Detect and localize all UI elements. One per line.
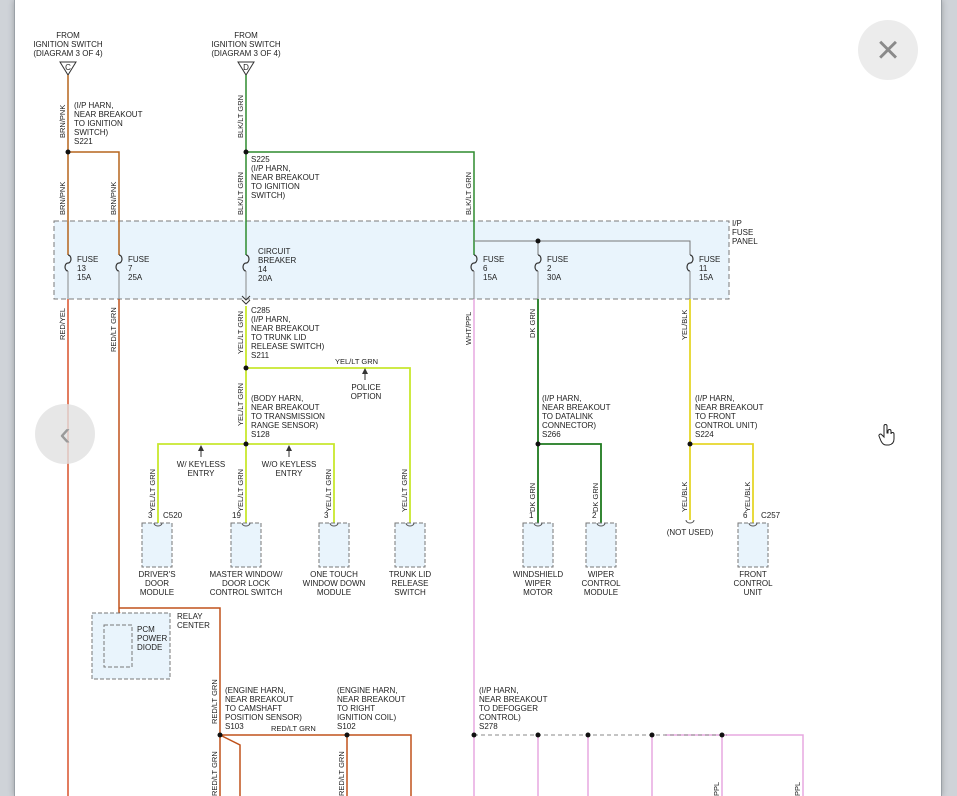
connector-c257: C257	[761, 511, 781, 520]
option-arrows	[198, 368, 368, 457]
wire-label-yel-ltgrn-1: YEL/LT GRN	[236, 311, 245, 354]
source-d-pin: D	[243, 63, 249, 72]
wire-label-red-ltgrn-horizontal: RED/LT GRN	[271, 724, 316, 733]
pin-1-windshield-wiper: 1	[529, 511, 534, 520]
wire-label-brn-pnk-3: BRN/PNK	[109, 182, 118, 215]
wire-label-yel-ltgrn-2: YEL/LT GRN	[236, 383, 245, 426]
wire-fuse-stubs	[67, 271, 691, 299]
wire-label-ppl-2: PPL	[793, 782, 802, 796]
wire-blk-ltgrn	[245, 75, 475, 255]
wire-label-yel-ltgrn-horizontal: YEL/LT GRN	[335, 357, 378, 366]
pin-3-one-touch: 3	[324, 511, 329, 520]
wire-label-yel-blk-1: YEL/BLK	[680, 310, 689, 340]
wire-label-yel-ltgrn-3: YEL/LT GRN	[148, 469, 157, 512]
wire-label-dk-grn-1: DK GRN	[528, 309, 537, 338]
pin-2-wiper-control: 2	[592, 511, 597, 520]
chevron-left-icon[interactable]: ‹	[35, 404, 95, 464]
wire-label-blk-ltgrn-3: BLK/LT GRN	[464, 172, 473, 215]
wire-label-yel-ltgrn-4: YEL/LT GRN	[236, 469, 245, 512]
wire-label-yel-blk-3: YEL/BLK	[743, 482, 752, 512]
wire-label-brn-pnk-1: BRN/PNK	[58, 105, 67, 138]
wire-label-blk-ltgrn-2: BLK/LT GRN	[236, 172, 245, 215]
wire-label-yel-ltgrn-5: YEL/LT GRN	[324, 469, 333, 512]
wire-label-wht-ppl: WHT/PPL	[464, 312, 473, 345]
source-c-pin: C	[65, 63, 71, 72]
wire-brn-pnk	[67, 75, 120, 255]
pin-19-master-window: 19	[232, 511, 241, 520]
wire-label-brn-pnk-2: BRN/PNK	[58, 182, 67, 215]
pin-3-drivers-door: 3	[148, 511, 153, 520]
fuse-symbols	[64, 254, 694, 272]
close-icon[interactable]: ×	[858, 20, 918, 80]
wire-label-dk-grn-3: DK GRN	[591, 483, 600, 512]
c285-connector-icon	[241, 295, 251, 305]
wire-label-yel-blk-2: YEL/BLK	[680, 482, 689, 512]
hand-pointer-icon	[878, 424, 895, 446]
wire-wht-ppl	[473, 299, 804, 796]
connector-c520: C520	[163, 511, 183, 520]
pin-connectors	[153, 519, 758, 527]
wire-dk-grn	[537, 299, 602, 523]
splice-dots	[65, 149, 725, 738]
fuse-panel-box	[53, 220, 730, 300]
wire-label-red-yel: RED/YEL	[58, 308, 67, 340]
wire-yel-blk	[689, 299, 754, 523]
wire-label-red-ltgrn-2: RED/LT GRN	[210, 679, 219, 724]
wire-yel-ltgrn	[157, 306, 411, 523]
component-boxes	[91, 522, 769, 680]
not-used-label: (NOT USED)	[667, 528, 714, 537]
source-d-triangle	[237, 61, 255, 76]
wire-label-red-ltgrn-1: RED/LT GRN	[109, 307, 118, 352]
wire-label-yel-ltgrn-6: YEL/LT GRN	[400, 469, 409, 512]
wire-label-red-ltgrn-4: RED/LT GRN	[337, 751, 346, 796]
wire-label-ppl-1: PPL	[712, 782, 721, 796]
wire-label-red-ltgrn-3: RED/LT GRN	[210, 751, 219, 796]
pin-6-front-control: 6	[743, 511, 748, 520]
wire-red-ltgrn-engine	[219, 734, 412, 796]
wire-label-dk-grn-2: DK GRN	[528, 483, 537, 512]
wire-label-blk-ltgrn-1: BLK/LT GRN	[236, 95, 245, 138]
wire-color-labels: BRN/PNK BRN/PNK BRN/PNK BLK/LT GRN BLK/L…	[58, 95, 802, 796]
source-c-triangle	[59, 61, 77, 76]
